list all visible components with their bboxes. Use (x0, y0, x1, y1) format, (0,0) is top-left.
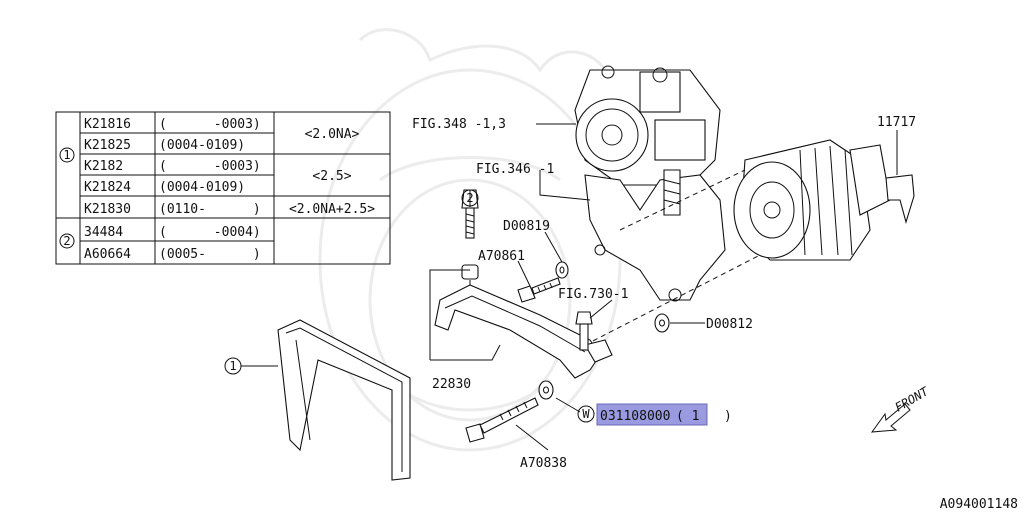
washer-031108000[interactable] (538, 380, 554, 400)
date-range: (0004-0109) (159, 180, 245, 195)
power-steering-pump[interactable] (574, 65, 721, 186)
ref-1-label: 1 (229, 359, 236, 373)
callout-ref-2[interactable]: 2 (461, 189, 479, 207)
date-range: ( -0004) (159, 225, 261, 240)
part-number: K21825 (84, 138, 131, 153)
callout-d00819[interactable]: D00819 (503, 219, 550, 234)
washer-d00819[interactable] (555, 261, 569, 279)
bolt-fig730[interactable] (575, 311, 593, 351)
callout-fig348[interactable]: FIG.348 -1,3 (412, 117, 506, 132)
callout-ref-1[interactable]: 1 (224, 357, 242, 375)
date-range: ( -0003) (159, 159, 261, 174)
highlighted-part-number: 031108000 (600, 409, 670, 424)
date-range: (0005- ) (159, 247, 261, 262)
watermark-emblem (318, 28, 622, 452)
front-arrow: FRONT (870, 384, 932, 433)
drive-belt[interactable] (277, 319, 411, 481)
collar[interactable] (461, 264, 479, 280)
w-symbol: W (582, 407, 590, 421)
part-number: K2182 (84, 159, 123, 174)
washer-d00812[interactable] (654, 313, 670, 333)
highlighted-quantity-close: ) (724, 409, 732, 424)
part-number: A60664 (84, 247, 131, 262)
date-range: (0004-0109) (159, 138, 245, 153)
callout-a70838[interactable]: A70838 (520, 456, 567, 471)
part-number: 34484 (84, 225, 123, 240)
bolt-a70861[interactable] (517, 277, 561, 303)
front-label: FRONT (893, 384, 932, 415)
part-number: K21824 (84, 180, 131, 195)
engine-note: <2.0NA+2.5> (289, 202, 375, 217)
callout-11717[interactable]: 11717 (877, 115, 916, 130)
alternator-bracket[interactable] (584, 169, 726, 302)
callout-d00812[interactable]: D00812 (706, 317, 753, 332)
alternator[interactable] (733, 139, 915, 261)
highlighted-quantity: ( 1 (676, 409, 699, 424)
parts-table: 1 2 K21816 ( -0003) K21825 (0004-0109) K… (55, 111, 391, 265)
callout-fig730[interactable]: FIG.730-1 (558, 287, 628, 302)
engine-note: <2.0NA> (305, 127, 360, 142)
engine-note: <2.5> (312, 169, 351, 184)
date-range: ( -0003) (159, 117, 261, 132)
callout-a70861[interactable]: A70861 (478, 249, 525, 264)
ref-2-label: 2 (466, 191, 473, 205)
part-number: K21830 (84, 202, 131, 217)
table-ref-1: 1 (63, 148, 70, 162)
highlight-box (596, 403, 708, 426)
callout-22830[interactable]: 22830 (432, 377, 471, 392)
callout-fig346[interactable]: FIG.346 -1 (476, 162, 554, 177)
bolt-a70838[interactable] (465, 397, 539, 443)
date-range: (0110- ) (159, 202, 261, 217)
diagram-id: A094001148 (940, 497, 1018, 512)
callout-031108000[interactable]: W 031108000 ( 1 ) (577, 403, 732, 426)
table-ref-2: 2 (63, 234, 70, 248)
adjusting-bracket[interactable] (434, 284, 613, 379)
part-number: K21816 (84, 117, 131, 132)
